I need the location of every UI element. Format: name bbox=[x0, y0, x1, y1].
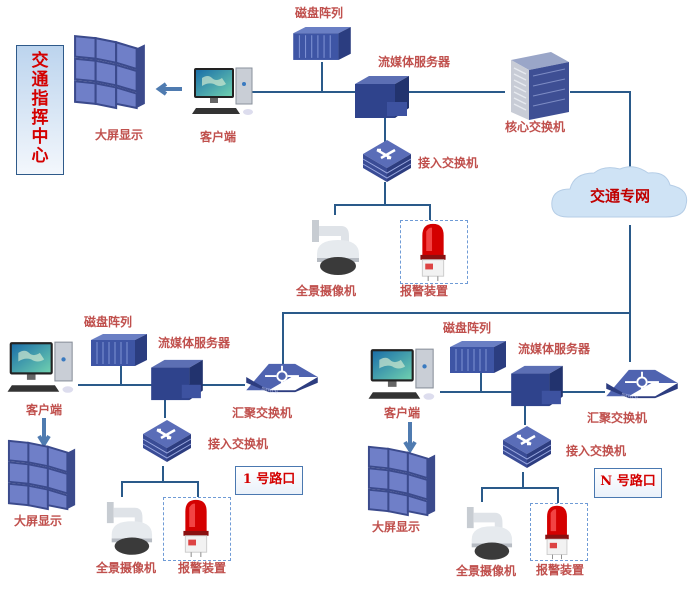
video-wall-label: 大屏显示 bbox=[95, 128, 144, 142]
site-1-media-server-icon bbox=[148, 358, 206, 402]
alarm-icon bbox=[418, 222, 448, 282]
access-switch-icon bbox=[361, 138, 413, 184]
video-wall-icon bbox=[73, 32, 149, 110]
site-1-access-switch-icon bbox=[140, 418, 194, 464]
site-n-camera-icon bbox=[465, 501, 513, 561]
site-1-video-wall-icon bbox=[6, 437, 80, 511]
site-n-alarm-label: 报警装置 bbox=[536, 563, 585, 577]
client-label: 客户端 bbox=[200, 130, 237, 144]
site-1-access-switch-label: 接入交换机 bbox=[208, 437, 269, 451]
site-n-name: N 号路口 bbox=[600, 474, 656, 489]
media-server-icon bbox=[353, 74, 411, 120]
site-1-camera-icon bbox=[105, 496, 153, 556]
site-1-aggregation-switch-label: 汇聚交换机 bbox=[232, 406, 293, 420]
site-n-camera-label: 全景摄像机 bbox=[456, 564, 517, 578]
site-1-alarm-label: 报警装置 bbox=[178, 561, 227, 575]
site-1-disk-array-icon bbox=[89, 332, 149, 368]
arrow-client-to-wall bbox=[155, 82, 182, 96]
site-1-media-server-label: 流媒体服务器 bbox=[158, 336, 231, 350]
site-n-access-switch-label: 接入交换机 bbox=[566, 444, 627, 458]
network-cloud-icon bbox=[551, 166, 688, 218]
site-n-client-label: 客户端 bbox=[384, 406, 421, 420]
core-switch-label: 核心交换机 bbox=[505, 120, 566, 134]
site-n-media-server-label: 流媒体服务器 bbox=[518, 342, 591, 356]
site-1-disk-array-label: 磁盘阵列 bbox=[84, 315, 133, 329]
arrow-client-to-wall-site-n bbox=[403, 422, 417, 454]
site-1-alarm-frame bbox=[163, 497, 231, 561]
command-center-label: 交通指挥中心 bbox=[31, 51, 49, 166]
media-server-label: 流媒体服务器 bbox=[378, 55, 451, 69]
access-switch-label: 接入交换机 bbox=[418, 156, 479, 170]
alarm-label: 报警装置 bbox=[400, 284, 449, 298]
site-1-client-pc-icon bbox=[5, 340, 79, 396]
site-1-camera-label: 全景摄像机 bbox=[96, 561, 157, 575]
camera-icon bbox=[310, 214, 360, 276]
site-1-name-box: 1 号路口 bbox=[235, 466, 303, 495]
alarm-frame bbox=[400, 220, 468, 284]
site-n-aggregation-switch-icon bbox=[603, 368, 681, 400]
camera-label: 全景摄像机 bbox=[296, 284, 357, 298]
disk-array-icon bbox=[291, 25, 353, 62]
client-pc-icon bbox=[192, 66, 256, 118]
site-n-name-box: N 号路口 bbox=[594, 468, 662, 498]
site-1-alarm-icon bbox=[181, 498, 211, 558]
link-center-edge bbox=[334, 182, 431, 220]
site-n-video-wall-label: 大屏显示 bbox=[372, 520, 421, 534]
site-n-video-wall-icon bbox=[366, 443, 440, 517]
site-n-media-server-icon bbox=[508, 364, 566, 408]
site-n-alarm-frame bbox=[530, 503, 588, 561]
link-to-site-1 bbox=[282, 312, 630, 365]
site-n-aggregation-switch-label: 汇聚交换机 bbox=[587, 411, 648, 425]
command-center-box: 交通指挥中心 bbox=[16, 45, 64, 175]
site-1-aggregation-switch-icon bbox=[243, 362, 321, 394]
disk-array-label: 磁盘阵列 bbox=[295, 6, 344, 20]
site-n-alarm-icon bbox=[543, 504, 571, 560]
site-1-client-label: 客户端 bbox=[26, 403, 63, 417]
site-1-name: 1 号路口 bbox=[242, 472, 296, 487]
core-switch-icon bbox=[505, 50, 571, 122]
arrow-client-to-wall-site-1 bbox=[37, 418, 51, 448]
site-n-access-switch-icon bbox=[500, 424, 554, 470]
site-n-client-pc-icon bbox=[366, 347, 440, 403]
site-1-video-wall-label: 大屏显示 bbox=[14, 514, 63, 528]
site-n-disk-array-icon bbox=[448, 339, 508, 375]
site-n-disk-array-label: 磁盘阵列 bbox=[443, 321, 492, 335]
